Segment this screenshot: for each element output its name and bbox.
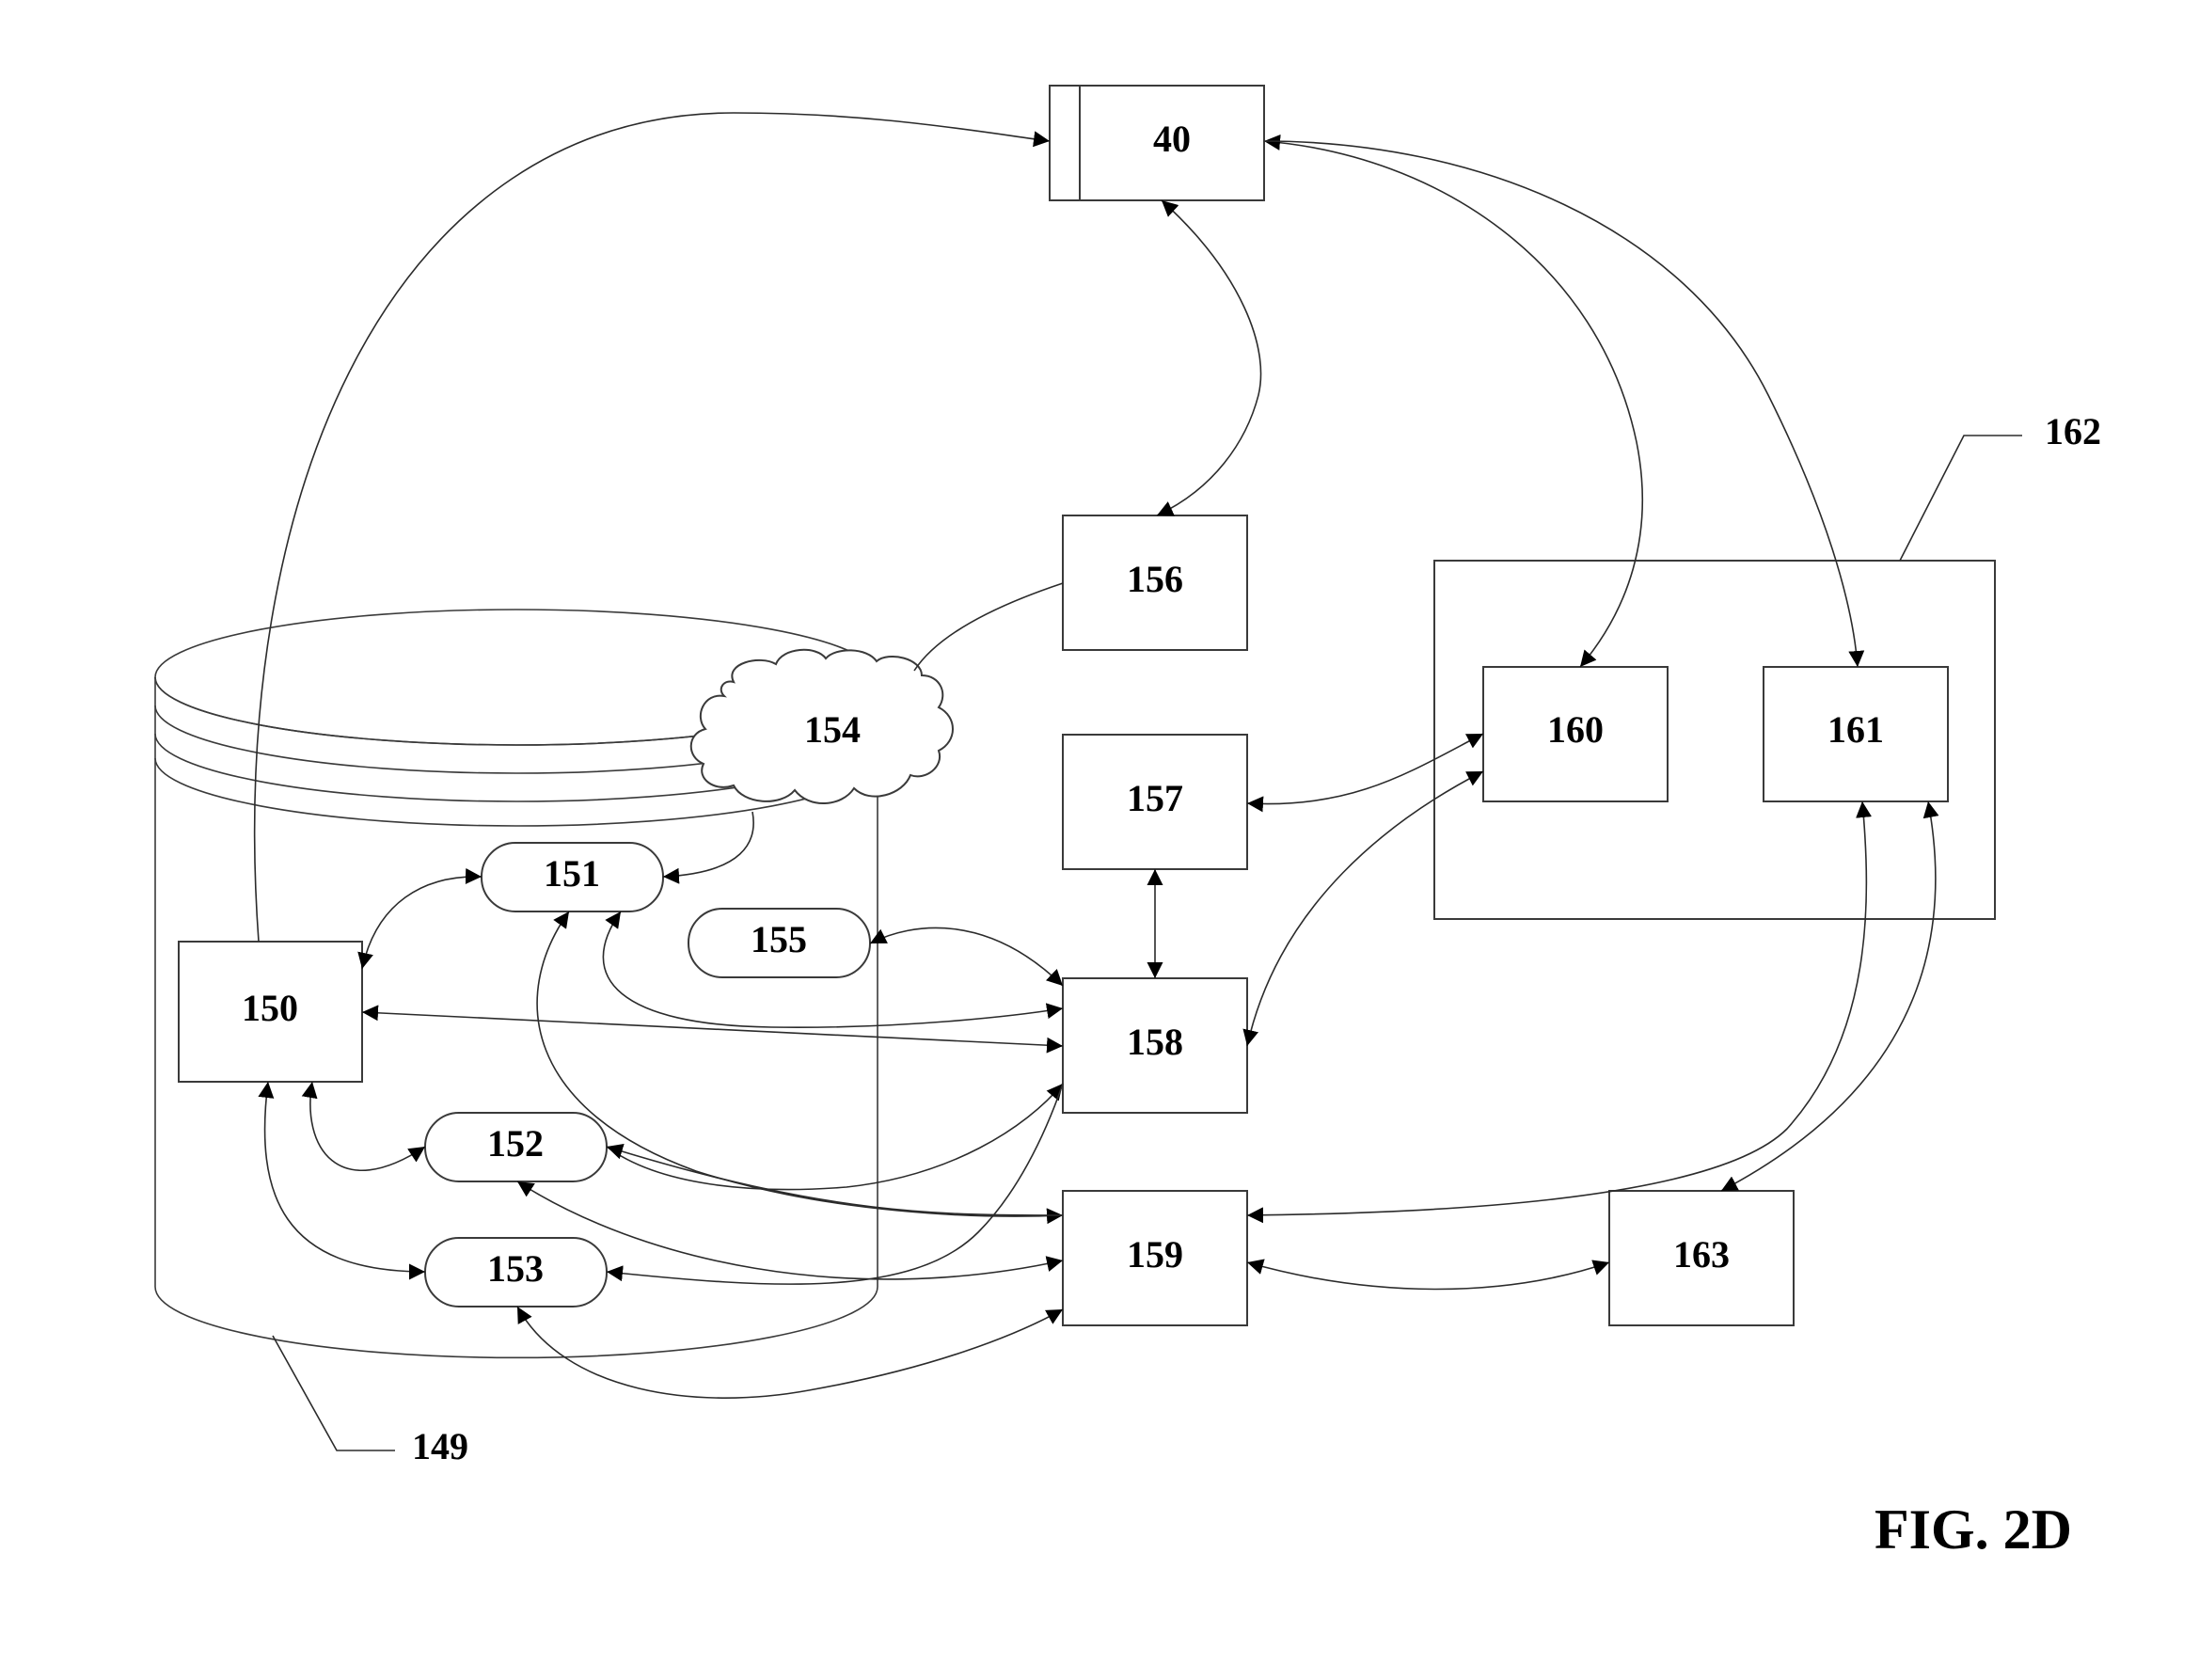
leader-149 — [273, 1336, 395, 1450]
label-153: 153 — [487, 1247, 544, 1290]
connector-150-151 — [362, 877, 482, 969]
label-152: 152 — [487, 1122, 544, 1165]
label-159: 159 — [1127, 1233, 1183, 1276]
connector-159-163 — [1247, 1262, 1609, 1290]
connector-150-153 — [265, 1082, 425, 1272]
label-156: 156 — [1127, 558, 1183, 600]
figure-caption: FIG. 2D — [1875, 1498, 2072, 1561]
label-151: 151 — [544, 852, 600, 895]
connector-153-159 — [517, 1307, 1063, 1398]
label-157: 157 — [1127, 777, 1183, 819]
connector-152-158 — [607, 1084, 1063, 1190]
connector-150-158 — [362, 1012, 1063, 1046]
connector-150-to-40 — [255, 113, 1050, 942]
connector-150-152 — [310, 1082, 425, 1170]
label-149: 149 — [412, 1425, 468, 1467]
label-150: 150 — [242, 987, 298, 1029]
connector-40-156 — [1157, 200, 1261, 515]
label-163: 163 — [1673, 1233, 1730, 1276]
leader-162 — [1900, 436, 2022, 561]
label-154: 154 — [804, 708, 861, 751]
connector-152-159 — [607, 1147, 1063, 1215]
label-40: 40 — [1153, 118, 1191, 160]
label-162: 162 — [2045, 410, 2101, 452]
label-161: 161 — [1827, 708, 1884, 751]
label-155: 155 — [751, 918, 807, 960]
label-160: 160 — [1547, 708, 1604, 751]
connector-153-158 — [607, 1084, 1063, 1284]
connector-155-158 — [870, 927, 1063, 986]
leader-156-154 — [914, 583, 1063, 671]
connector-154-151 — [663, 812, 753, 877]
label-158: 158 — [1127, 1021, 1183, 1063]
